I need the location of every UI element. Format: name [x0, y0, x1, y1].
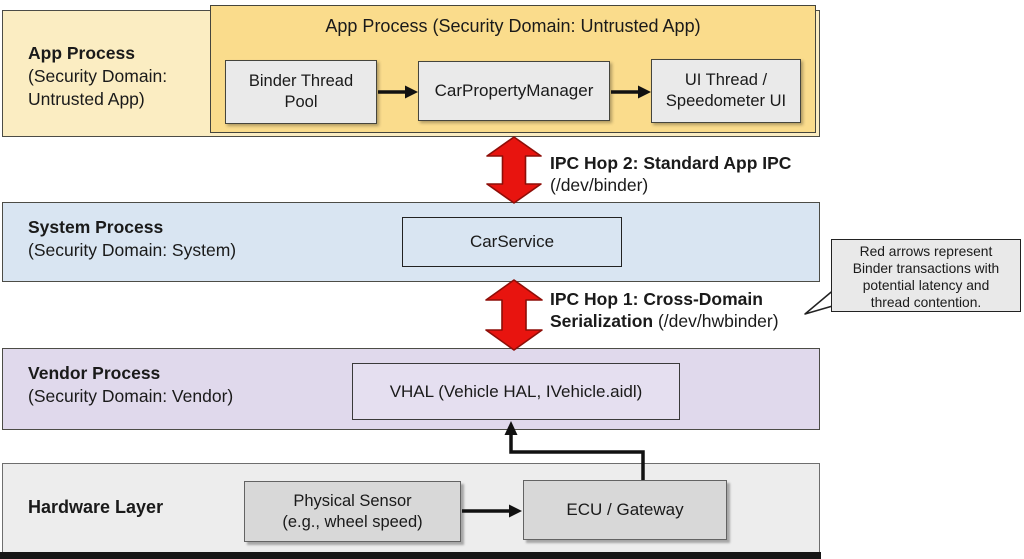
- app-process-container-title: App Process (Security Domain: Untrusted …: [325, 16, 701, 36]
- ecu-gateway-box: ECU / Gateway: [523, 480, 727, 540]
- callout-line3: potential latency and: [862, 278, 990, 293]
- physical-sensor-label: Physical Sensor (e.g., wheel speed): [282, 491, 422, 532]
- callout-line1: Red arrows represent: [859, 244, 993, 259]
- physical-sensor-box: Physical Sensor (e.g., wheel speed): [244, 481, 461, 542]
- system-side-label-line1: System Process: [28, 217, 164, 237]
- ipc-hop-2-arrow: [486, 136, 542, 204]
- car-service-label: CarService: [469, 232, 555, 252]
- ipc-hop-2-title: IPC Hop 2: Standard App IPC: [550, 153, 792, 173]
- ipc-hop-1-title-line2: Serialization (/dev/hwbinder): [550, 310, 779, 332]
- binder-box-line2: Pool: [284, 93, 318, 111]
- ipc-hop-1-arrow: [485, 279, 543, 351]
- binder-box-line1: Binder Thread: [248, 72, 354, 91]
- car-property-manager-box: CarPropertyManager: [418, 61, 610, 121]
- hardware-layer-label: Hardware Layer: [28, 497, 164, 517]
- ipc-hop-1-label: IPC Hop 1: Cross-Domain Serialization (/…: [550, 288, 779, 332]
- vhal-box: VHAL (Vehicle HAL, IVehicle.aidl): [352, 363, 680, 420]
- sensor-box-line2: (e.g., wheel speed): [282, 512, 423, 531]
- ecu-gateway-label: ECU / Gateway: [566, 500, 684, 520]
- ipc-hop-2-label: IPC Hop 2: Standard App IPC (/dev/binder…: [550, 152, 791, 196]
- callout-line2: Binder transactions with: [852, 261, 1000, 276]
- callout-line4: thread contention.: [870, 295, 982, 310]
- ui-box-line1: UI Thread /: [684, 71, 768, 90]
- app-side-label-line3: Untrusted App): [28, 89, 145, 109]
- ipc-hop-2-subtitle: (/dev/binder): [550, 175, 649, 195]
- car-property-manager-label: CarPropertyManager: [434, 81, 594, 101]
- system-side-label-line2: (Security Domain: System): [28, 240, 237, 260]
- ui-thread-label: UI Thread / Speedometer UI: [666, 70, 786, 111]
- app-side-label-line1: App Process: [28, 43, 135, 63]
- app-side-label-line2: (Security Domain:: [28, 66, 168, 86]
- system-process-side-label: System Process (Security Domain: System): [28, 216, 236, 262]
- ipc-hop-1-line2-rest: (/dev/hwbinder): [653, 311, 779, 331]
- vendor-process-side-label: Vendor Process (Security Domain: Vendor): [28, 362, 233, 408]
- callout-note: Red arrows represent Binder transactions…: [831, 239, 1021, 312]
- vendor-side-label-line2: (Security Domain: Vendor): [28, 386, 234, 406]
- sensor-box-line1: Physical Sensor: [293, 491, 412, 510]
- car-service-box: CarService: [402, 217, 622, 267]
- binder-thread-pool-box: Binder Thread Pool: [225, 60, 377, 124]
- ui-box-line2: Speedometer UI: [665, 92, 787, 110]
- ui-thread-box: UI Thread / Speedometer UI: [651, 59, 801, 123]
- bottom-border-bar: [0, 552, 821, 559]
- vendor-side-label-line1: Vendor Process: [28, 363, 161, 383]
- vhal-label: VHAL (Vehicle HAL, IVehicle.aidl): [389, 381, 643, 401]
- ipc-hop-1-title-line1: IPC Hop 1: Cross-Domain: [550, 289, 763, 309]
- app-process-side-label: App Process (Security Domain: Untrusted …: [28, 42, 167, 111]
- binder-thread-pool-label: Binder Thread Pool: [249, 71, 353, 112]
- ipc-hop-1-line2-bold: Serialization: [550, 311, 654, 331]
